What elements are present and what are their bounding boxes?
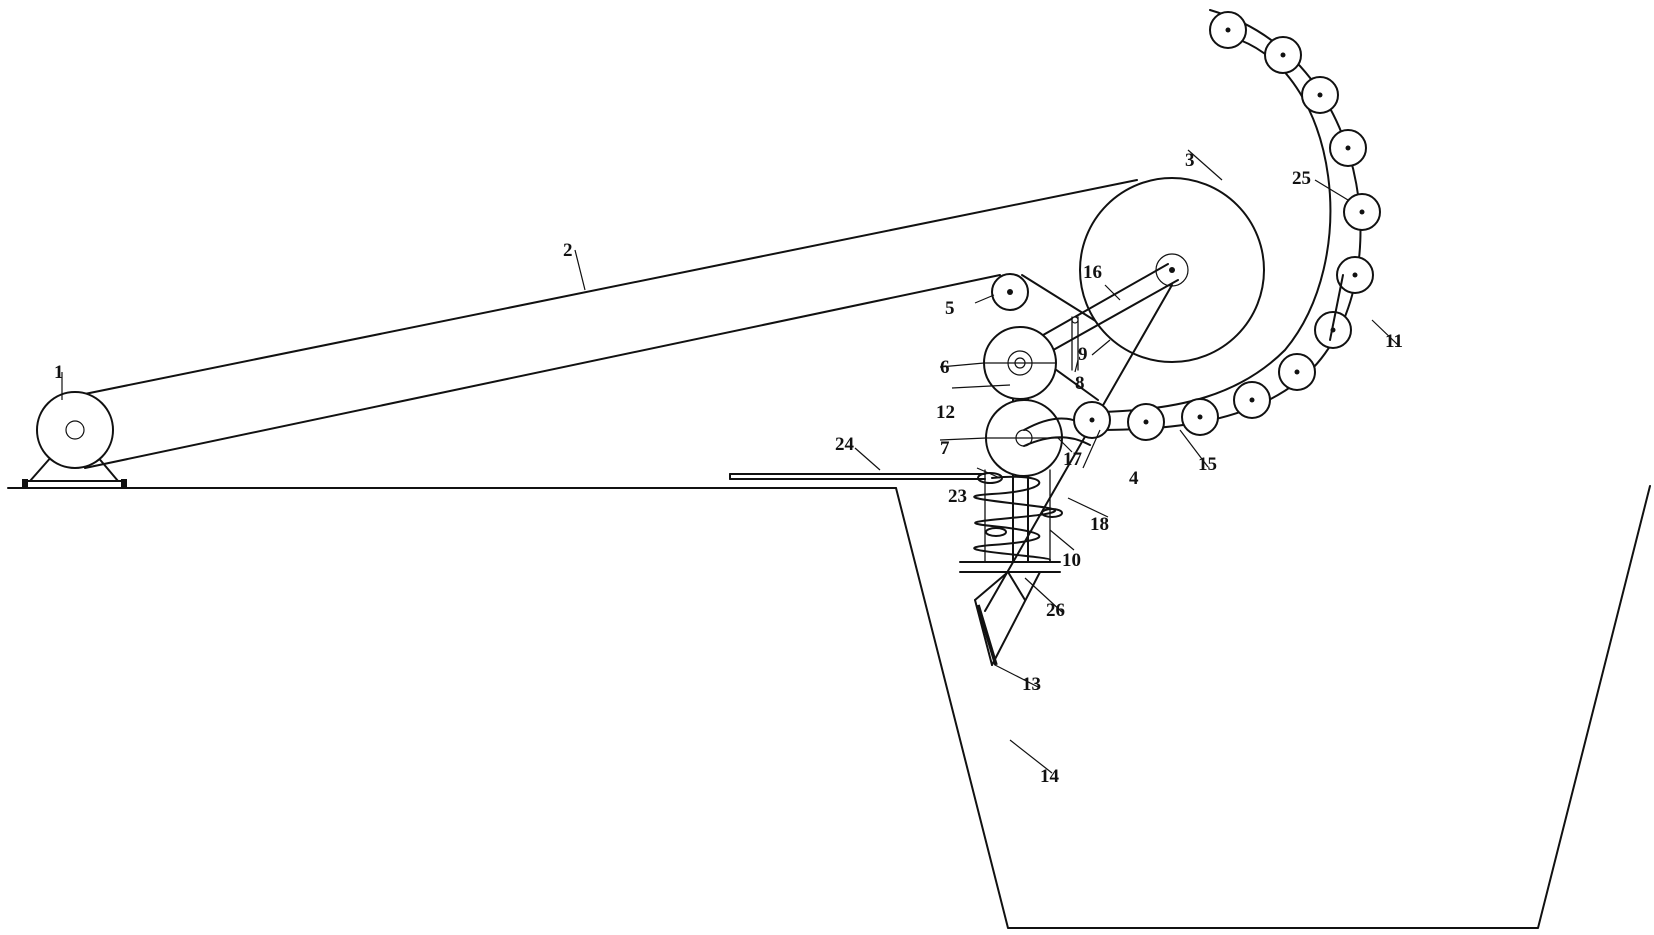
part-label-4: 4 xyxy=(1129,468,1139,489)
part-label-10: 10 xyxy=(1062,550,1081,571)
part-label-24: 24 xyxy=(835,434,855,455)
part-label-17: 17 xyxy=(1063,449,1083,470)
drum-3 xyxy=(1080,178,1264,362)
roller-1 xyxy=(37,392,113,468)
conveyor-belt xyxy=(70,180,1137,468)
strut xyxy=(985,285,1172,611)
part-label-15: 15 xyxy=(1198,454,1217,475)
part-label-16: 16 xyxy=(1083,262,1102,283)
part-label-13: 13 xyxy=(1022,674,1041,695)
idler-roller-5 xyxy=(992,274,1028,310)
part-labels: 1 2 3 4 5 6 7 8 9 10 11 12 13 14 15 16 1… xyxy=(54,150,1403,787)
part-label-9: 9 xyxy=(1078,344,1088,365)
leader-lines xyxy=(62,150,1398,773)
chain-rollers xyxy=(1074,12,1380,440)
part-label-18: 18 xyxy=(1090,514,1109,535)
part-label-11: 11 xyxy=(1385,331,1403,352)
spring xyxy=(974,472,1063,560)
part-label-23: 23 xyxy=(948,486,967,507)
part-label-5: 5 xyxy=(945,298,955,319)
roller-link xyxy=(1330,275,1343,340)
part-label-2: 2 xyxy=(563,240,573,261)
part-label-14: 14 xyxy=(1040,766,1060,787)
part-label-8: 8 xyxy=(1075,373,1085,394)
part-label-1: 1 xyxy=(54,362,64,383)
part-label-12: 12 xyxy=(936,402,955,423)
plate-24 xyxy=(730,474,985,479)
part-label-7: 7 xyxy=(940,438,950,459)
part-label-3: 3 xyxy=(1185,150,1195,171)
scraper-blade xyxy=(960,562,1060,665)
part-label-6: 6 xyxy=(940,357,950,378)
part-label-26: 26 xyxy=(1046,600,1065,621)
wheel-7 xyxy=(986,400,1062,476)
tank-outline xyxy=(896,486,1650,928)
part-label-25: 25 xyxy=(1292,168,1311,189)
wheel-6 xyxy=(984,327,1056,399)
